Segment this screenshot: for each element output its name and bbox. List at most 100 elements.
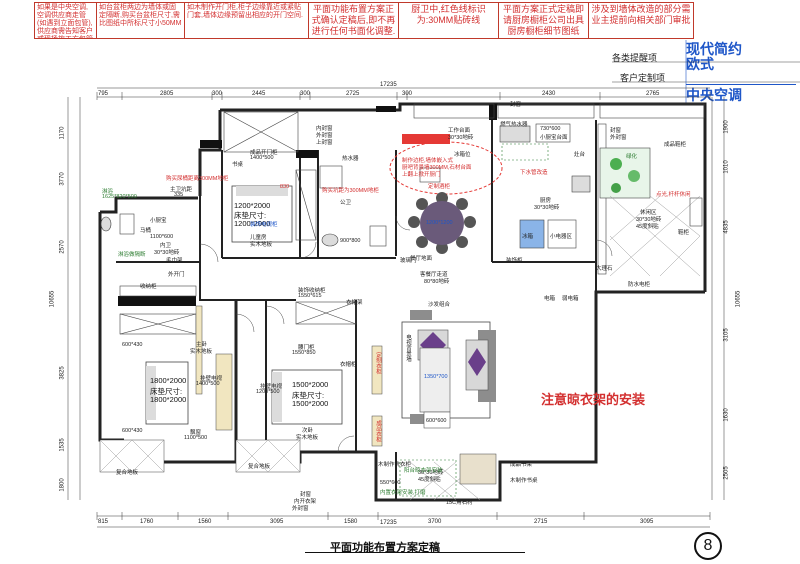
- sheet-number: 8: [694, 532, 722, 560]
- dim-right-2: 4835: [723, 220, 730, 234]
- tv-cabinet-label: 大理石: [596, 266, 613, 272]
- dim-bottom-1: 1760: [140, 519, 154, 525]
- title-underline: [305, 552, 525, 553]
- night-left2-label: 600*430: [122, 428, 143, 434]
- dim-bottom-7: 3095: [640, 519, 654, 525]
- gas-tank-label: 灶台: [574, 152, 586, 158]
- dressing-label: 衣帽架: [346, 300, 363, 306]
- master-bed-text: 床垫尺寸:: [150, 387, 183, 396]
- master-room-label: 主卧: [196, 342, 208, 348]
- rack-label: 毛巾架: [166, 258, 183, 264]
- second-room-label: 次卧: [302, 428, 314, 434]
- child-bed-size: 1200*2000: [234, 219, 271, 228]
- dim-left-1: 3770: [59, 172, 66, 186]
- window-seat-label: 飘窗: [190, 430, 202, 436]
- dining-red-label: 制作边柜,墙体嵌入式: [402, 158, 454, 164]
- dim-bottom-2: 1560: [198, 519, 212, 525]
- night-left-label: 600*430: [122, 342, 143, 348]
- door-label: 封窗: [510, 102, 522, 108]
- note-tile: 厨卫中,红色线标识为:30MM贴砖线: [398, 2, 498, 39]
- waist-door-label: 腰门柜: [298, 345, 315, 351]
- second-cab-label: 衣帽柜: [340, 362, 357, 368]
- master-sink-label: 主卫坑距: [170, 187, 193, 193]
- child-bed-label: 1200*2000: [234, 201, 271, 210]
- style-modern: 现代简约: [686, 41, 742, 57]
- dim-overall-top: 17235: [380, 82, 397, 88]
- open-door-label: 外开门: [168, 272, 185, 278]
- gas-pipe-label: 燃气热水器: [500, 122, 528, 128]
- dim-right-5: 1630: [723, 408, 730, 422]
- dim-top-2: 300: [212, 91, 223, 97]
- water-heater-label: 热水器: [342, 156, 359, 162]
- dim-top-5: 2725: [346, 91, 360, 97]
- child-floor-label: 实木地板: [250, 242, 273, 248]
- kitchen-floor-label: 30*30地砖: [534, 205, 560, 211]
- mid-label: 电箱: [544, 296, 556, 302]
- dim-top-6: 300: [402, 91, 413, 97]
- dining-red3-label: 上翻上掀开厨门: [402, 172, 441, 178]
- tea-table-label: 1350*700: [424, 374, 448, 380]
- dim-left-0: 1170: [59, 126, 66, 140]
- leisure-floor-label: 30*30地砖: [636, 217, 662, 223]
- cab-size-label: 1400*500: [250, 155, 274, 161]
- entry-cab-label: 防水电柜: [628, 282, 651, 288]
- note-wall: 涉及到墙体改造的部分需业主提前向相关部门审批: [588, 2, 694, 39]
- top-closet-label: 内封窗: [316, 126, 333, 132]
- hanger-note: 注意晾衣架的安装: [541, 392, 646, 407]
- dim-left-4: 3825: [59, 366, 66, 380]
- second-tv-label: 挂壁电视: [260, 384, 283, 390]
- master-bed-size: 1800*2000: [150, 395, 187, 404]
- microwave-label: 小电器区: [550, 234, 573, 240]
- dim-bottom-3: 3095: [270, 519, 284, 525]
- sofa-set-label: 沙发组合: [428, 302, 451, 308]
- dining-red2-label: 厨吧背景墙300MM,石材台面: [402, 165, 472, 171]
- mirror-label: 小厨宝: [150, 218, 167, 224]
- aisle-label: 客餐厅走道: [420, 272, 448, 278]
- kitchen-sink-label: 小厨宝台面: [540, 135, 568, 141]
- second-bed-label: 1500*2000: [292, 380, 329, 389]
- note-cabinet: 如木制作开门柜,柜子边缘靠近或紧贴门套,墙体边缘预留出相应的开门空间.: [184, 2, 308, 39]
- remind-label: 各类提醒项: [612, 53, 658, 63]
- child-room-label: 儿童房: [250, 235, 267, 241]
- shoe-red2-label: 成品衣柜: [375, 420, 381, 442]
- note-kitchen: 平面方案正式定稿即请厨房橱柜公司出具厨房橱柜细节图纸: [498, 2, 588, 39]
- dim-left-2: 2570: [59, 240, 66, 254]
- custom-label: 客户定制项: [620, 73, 666, 83]
- child-desk-label: 书桌: [232, 162, 244, 168]
- decor-size-label: 1550*615: [298, 293, 322, 299]
- balcony-r-floor-label: 30*30地砖: [418, 470, 444, 476]
- second-bed-size: 1500*2000: [292, 399, 329, 408]
- light-zone-label: 点光,杆杆休闲: [656, 192, 691, 198]
- laundry-label: 购买坑距为300MM地柜: [322, 188, 379, 194]
- fridge-zone-label: 冰箱位: [454, 152, 471, 158]
- down-cab-label: 下水管改造: [520, 170, 548, 176]
- bottom-left3-label: 外封窗: [292, 506, 309, 512]
- dining-floor-label: 餐厅地面: [410, 256, 433, 262]
- top-r-label2: 外封窗: [610, 135, 627, 141]
- shower-size-label: 1625*820*500: [102, 194, 137, 200]
- leisure-floor2-label: 45度斜贴: [636, 224, 659, 230]
- bottom-glass-label: 15C角石材: [446, 500, 473, 506]
- fridge-label: 冰箱: [522, 234, 534, 240]
- wood-floor-label: 木制作洗衣柜: [378, 462, 412, 468]
- style-european: 欧式: [686, 56, 714, 72]
- inner-window-label: 内卫: [160, 243, 172, 249]
- second-tv-size-label: 1200*500: [256, 389, 280, 395]
- shoe-cab-label: 成品开门柜: [250, 150, 278, 156]
- corridor-label: 装饰柜: [506, 258, 523, 264]
- dim-top-7: 2430: [542, 91, 556, 97]
- aisle-size-label: 80*80地砖: [424, 279, 450, 285]
- plan-title: 平面功能布置方案定稿: [330, 542, 440, 554]
- master-bed-label: 1800*2000: [150, 376, 187, 385]
- laundry-size-label: 900*800: [340, 238, 361, 244]
- balcony-plant-label: 绿化: [626, 154, 638, 160]
- dim-top-0: 795: [98, 91, 109, 97]
- dim-right-1: 1010: [723, 160, 730, 174]
- work-table-label: 工作台面: [448, 128, 471, 134]
- balcony-r-label: 成品书架: [510, 462, 533, 468]
- decor-cab-label: 装饰收纳柜: [298, 288, 326, 294]
- balcony-left2-label: 复合地板: [248, 464, 271, 470]
- dim-bottom-4: 1580: [344, 519, 358, 525]
